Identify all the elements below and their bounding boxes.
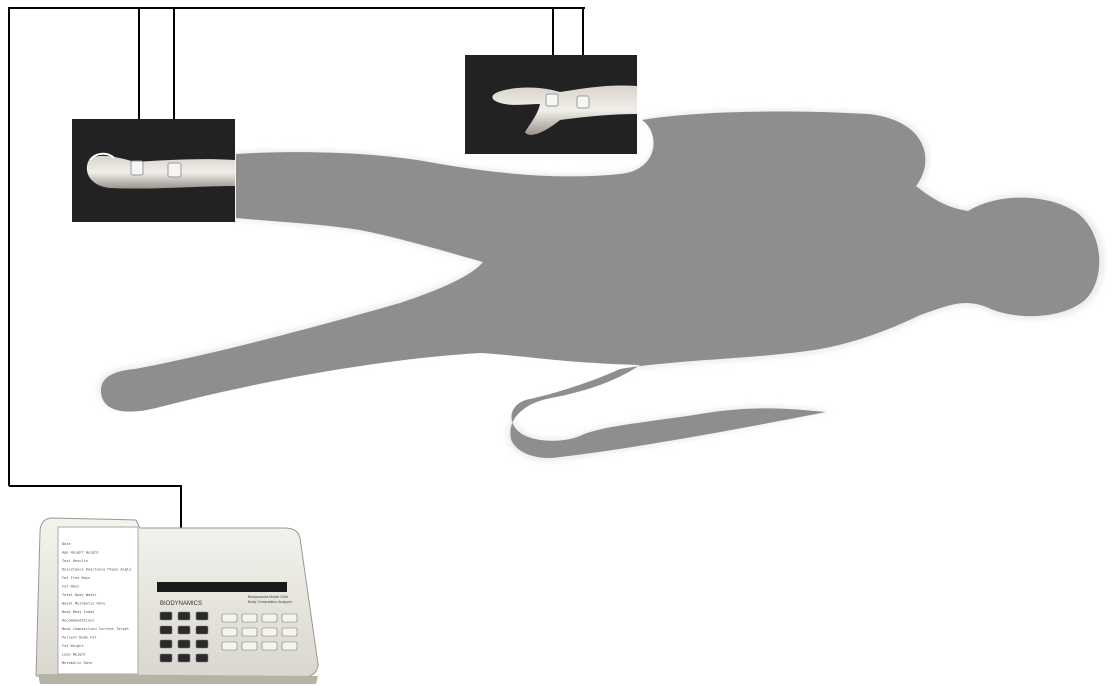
keypad-button xyxy=(196,654,208,662)
foot-electrode-photo xyxy=(72,119,235,222)
printout-line: Resistance Reactance Phase Angle xyxy=(62,568,131,572)
keypad-button xyxy=(282,614,297,622)
keypad-button xyxy=(242,642,257,650)
silhouette-fill xyxy=(101,112,1099,458)
keypad-button xyxy=(222,628,237,636)
printout-line: Lean Weight xyxy=(62,653,86,657)
keypad-button xyxy=(160,626,172,634)
keypad-button xyxy=(160,612,172,620)
printout-line: Fat Weight xyxy=(62,644,84,648)
printout-line: Metabolic Rate xyxy=(62,661,92,665)
printout-line: Basal Metabolic Rate xyxy=(62,602,105,606)
printout-line: Recommendations xyxy=(62,619,94,623)
printout-line: Age Height Weight xyxy=(62,551,99,555)
printout-line: Test Results xyxy=(62,559,88,563)
printout-line: Fat Mass xyxy=(62,585,79,589)
keypad-button xyxy=(196,640,208,648)
printout-line: Body Mass Index xyxy=(62,610,95,614)
body-silhouette xyxy=(98,110,1105,461)
keypad-button xyxy=(178,640,190,648)
keypad-button xyxy=(262,628,277,636)
lcd-display xyxy=(157,582,287,592)
brand-label: BIODYNAMICS xyxy=(160,601,202,607)
keypad-button xyxy=(196,626,208,634)
keypad-button xyxy=(222,614,237,622)
printout-line: Total Body Water xyxy=(62,593,97,597)
keypad-button xyxy=(282,628,297,636)
printout-line: Percent Body Fat xyxy=(62,636,97,640)
foot-shape xyxy=(87,156,235,189)
printout-line: Fat Free Mass xyxy=(62,576,90,580)
keypad-button xyxy=(196,612,208,620)
keypad-button xyxy=(178,626,190,634)
keypad-button xyxy=(178,654,190,662)
hand-electrode-2 xyxy=(577,96,589,108)
foot-electrode-2 xyxy=(168,163,181,177)
keypad-button xyxy=(262,614,277,622)
keypad-button xyxy=(160,640,172,648)
keypad-button xyxy=(178,612,190,620)
keypad-button xyxy=(160,654,172,662)
printout-line: Body Composition Current Target xyxy=(62,627,129,631)
hand-electrode-1 xyxy=(546,94,558,106)
keypad-button xyxy=(262,642,277,650)
hand-electrode-photo xyxy=(465,55,637,154)
printout-line: Date xyxy=(62,542,71,546)
model-label-line1: Biodynamics Model 310e xyxy=(248,595,288,599)
model-label-line2: Body Composition Analyzer xyxy=(248,600,293,604)
keypad-button xyxy=(282,642,297,650)
keypad-button xyxy=(222,642,237,650)
keypad-button xyxy=(242,628,257,636)
foot-electrode-1 xyxy=(131,161,143,175)
keypad-button xyxy=(242,614,257,622)
